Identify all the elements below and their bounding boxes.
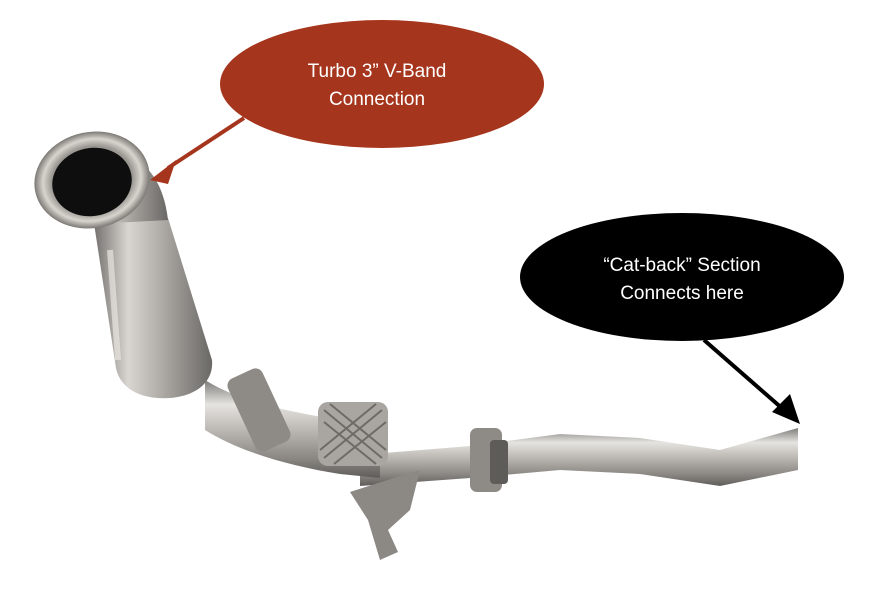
catalytic-converter <box>92 206 213 399</box>
turbo-callout-line1: Turbo 3” V-Band <box>307 61 447 82</box>
catback-callout-line1: “Cat-back” Section <box>603 255 761 276</box>
catback-callout-text: “Cat-back” Section Connects here <box>532 252 832 308</box>
rear-pipe <box>360 428 798 486</box>
turbo-callout-line2: Connection <box>328 89 426 110</box>
turbo-callout-bubble <box>220 20 544 148</box>
turbo-callout-arrow-line <box>166 116 246 170</box>
catback-callout-bubble <box>520 213 844 341</box>
turbo-callout-arrowhead <box>150 160 176 184</box>
catback-callout-arrow-line <box>702 338 786 412</box>
clamp-left <box>227 368 291 452</box>
catback-callout-arrowhead <box>772 394 800 424</box>
mount-bracket <box>350 470 420 560</box>
turbo-callout-text: Turbo 3” V-Band Connection <box>232 58 522 114</box>
flange-opening <box>52 147 132 217</box>
catback-callout-line2: Connects here <box>620 283 744 304</box>
